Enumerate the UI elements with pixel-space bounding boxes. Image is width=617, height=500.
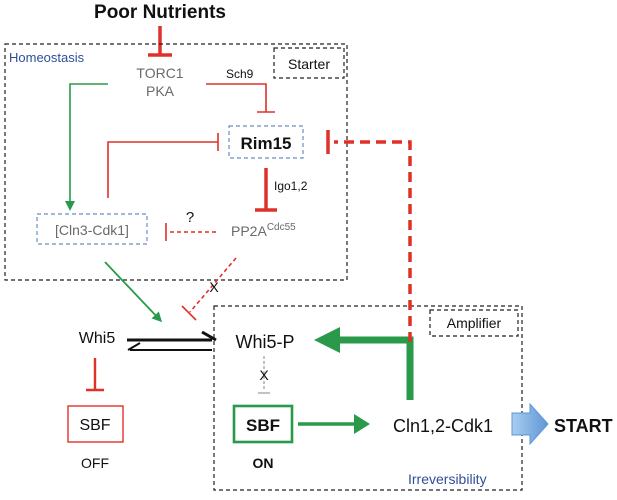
sbf-off-box <box>67 405 124 443</box>
activate-cln12-whi5p <box>330 336 414 400</box>
irreversibility-label: Irreversibility <box>408 471 487 487</box>
title-poor-nutrients: Poor Nutrients <box>94 2 226 23</box>
node-cln3-cdk1: [Cln3-Cdk1] <box>55 222 129 238</box>
label-igo: Igo1,2 <box>274 179 308 193</box>
activate-cln12-whi5p-head <box>314 327 340 353</box>
node-pka: PKA <box>146 83 175 99</box>
node-sbf-off: SBF <box>79 417 110 434</box>
inhibit-sch9-rim15 <box>206 83 267 112</box>
inhibit-pp2a-whi5p <box>189 257 237 313</box>
inhibit-bar-whi5p <box>181 305 197 321</box>
activate-torc1-cln3 <box>65 83 108 211</box>
homeostasis-box <box>4 43 348 281</box>
activate-sbf-cln12-head <box>354 414 370 434</box>
homeostasis-label: Homeostasis <box>9 50 85 65</box>
arrow-whi5p-to-whi5-head <box>127 342 141 351</box>
irreversibility-box <box>213 305 523 491</box>
label-sch9: Sch9 <box>226 67 254 81</box>
node-whi5p: Whi5-P <box>235 332 294 352</box>
start-arrow-icon <box>511 402 549 446</box>
rim15-box <box>228 125 304 159</box>
node-rim15: Rim15 <box>240 134 291 153</box>
label-question: ? <box>186 209 194 226</box>
activate-cln3-whi5p <box>104 261 163 323</box>
node-torc1: TORC1 <box>136 65 183 81</box>
amplifier-box <box>429 309 519 337</box>
inhibit-cln12-rim15 <box>334 140 412 342</box>
x-mark-pp2a: X <box>209 279 219 295</box>
amplifier-label: Amplifier <box>447 315 502 331</box>
starter-label: Starter <box>288 56 330 72</box>
node-sbf-on: SBF <box>246 416 280 435</box>
arrow-whi5-to-whi5p-head <box>201 330 217 342</box>
sbf-on-box <box>232 404 294 444</box>
inhibit-cln3-rim15 <box>107 141 218 198</box>
label-off: OFF <box>81 455 109 471</box>
pp2a-superscript: Cdc55 <box>267 222 296 233</box>
starter-box <box>273 47 345 79</box>
pp2a-label: PP2A <box>231 223 267 239</box>
label-on: ON <box>253 455 274 471</box>
x-mark-whi5p: X <box>259 367 269 383</box>
node-cln12-cdk1: Cln1,2-Cdk1 <box>393 416 493 436</box>
node-pp2a: PP2ACdc55 <box>231 222 296 239</box>
label-start: START <box>554 416 613 436</box>
node-whi5: Whi5 <box>79 330 116 347</box>
